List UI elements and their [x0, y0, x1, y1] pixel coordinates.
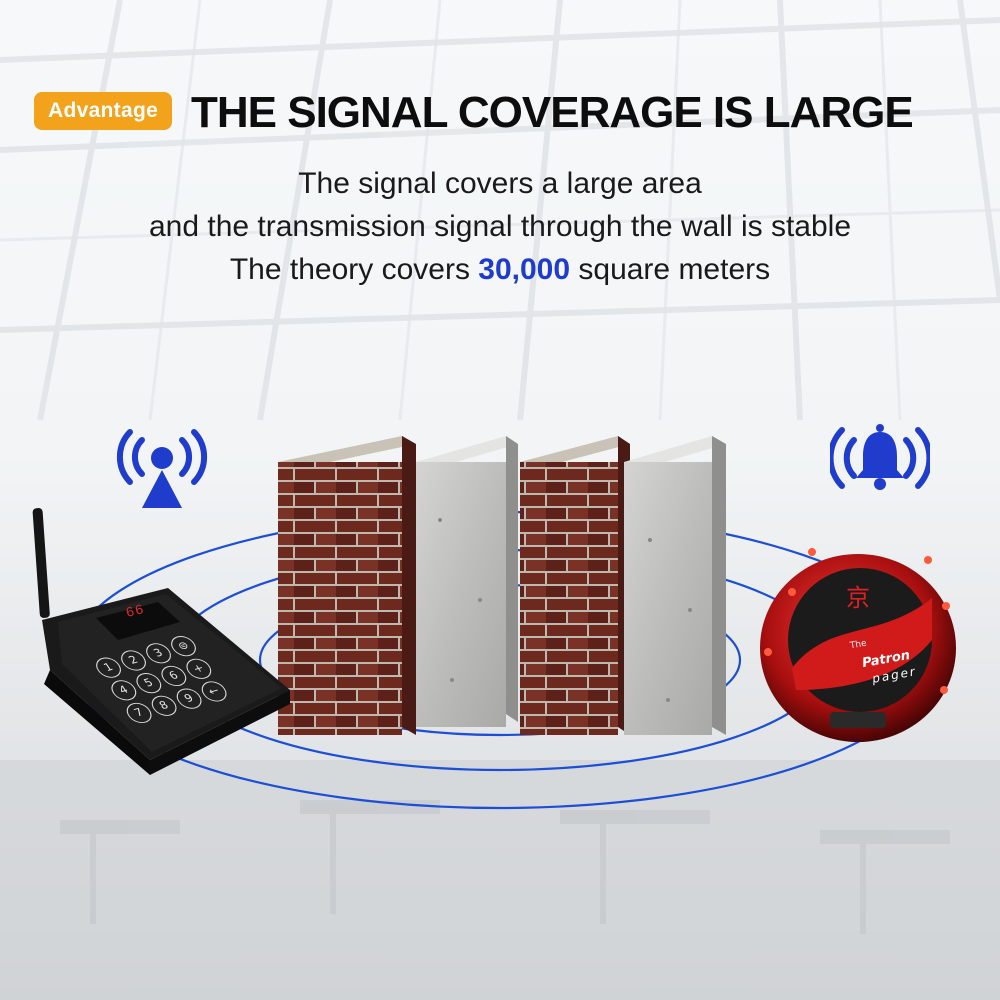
key-back: ←: [197, 678, 232, 705]
description-line-3-suffix: square meters: [570, 253, 771, 286]
description-line-1: The signal covers a large area: [298, 167, 702, 200]
pager-receiver: [760, 548, 956, 742]
concrete-wall-2: [624, 436, 726, 735]
transmitter-keypad: [32, 508, 290, 775]
concrete-wall-1: [416, 436, 518, 727]
radio-tower-icon: [116, 429, 208, 508]
coverage-number: 30,000: [478, 253, 571, 286]
headline: THE SIGNAL COVERAGE IS LARGE: [191, 88, 914, 137]
description-line-3-prefix: The theory covers: [229, 253, 479, 286]
key-function: ⊜: [166, 633, 201, 659]
pager-logo: 京: [846, 584, 870, 612]
description-line-3: The theory covers 30,000 square meters: [0, 252, 1000, 288]
brick-wall-1: [278, 436, 416, 735]
brick-wall-2: [520, 436, 630, 735]
key-plus: +: [181, 656, 216, 682]
advantage-badge: Advantage: [34, 92, 173, 130]
description-line-2: and the transmission signal through the …: [148, 210, 852, 243]
ringing-bell-icon: [830, 424, 930, 490]
